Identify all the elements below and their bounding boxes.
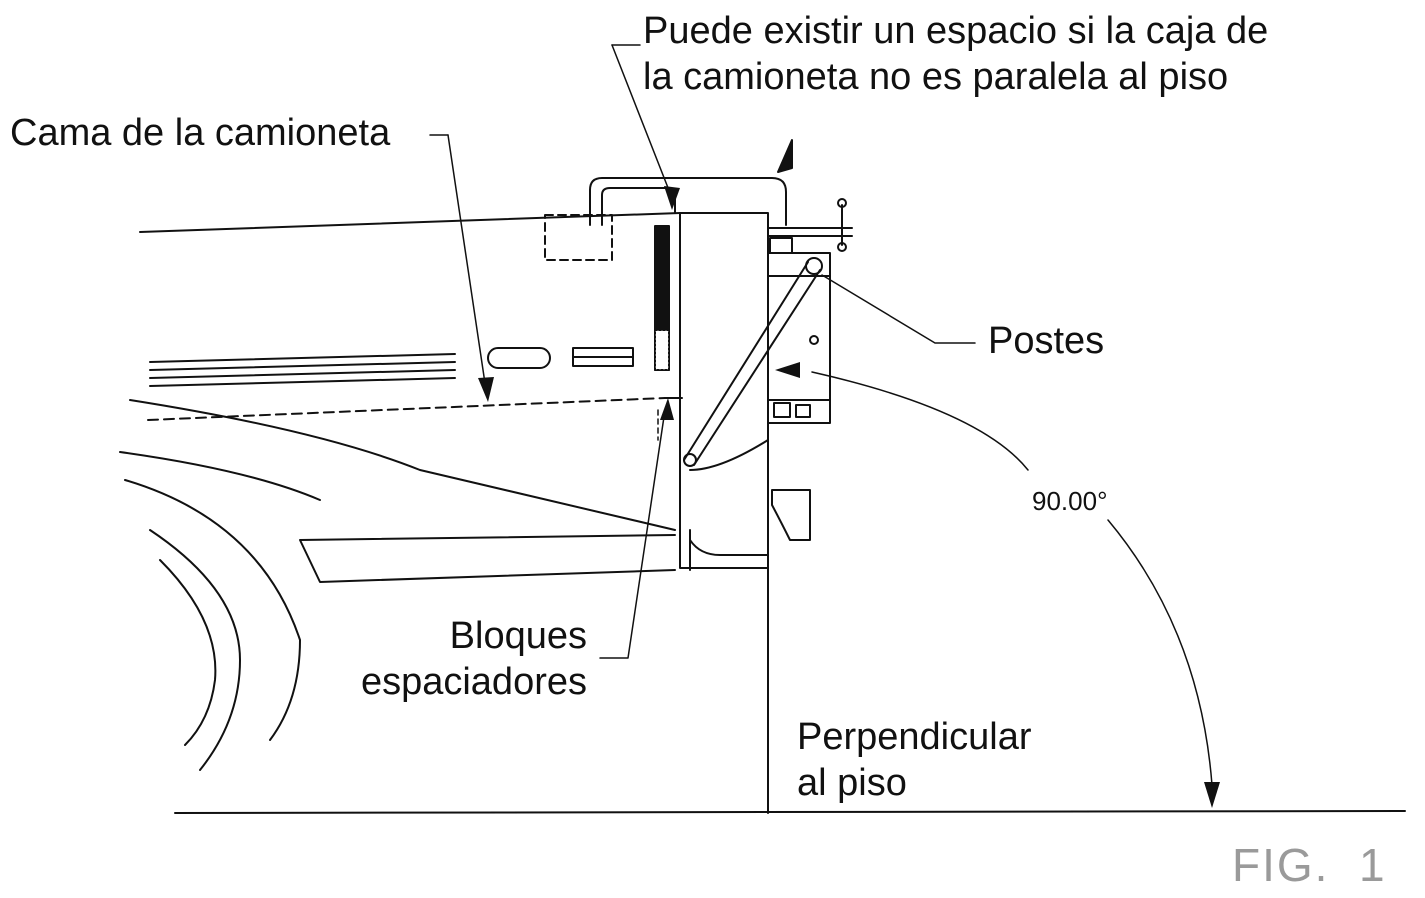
angle-text: 90.00° bbox=[1032, 486, 1108, 516]
body-lower bbox=[299, 534, 676, 583]
figure-number: FIG. 1 bbox=[1232, 842, 1387, 888]
leader-lines bbox=[429, 44, 976, 659]
side-trim bbox=[149, 347, 634, 387]
arrowheads bbox=[478, 186, 1220, 808]
angle-arc bbox=[811, 371, 1029, 471]
spacer-blocks-line-2: espaciadores bbox=[360, 661, 587, 703]
post-column bbox=[679, 212, 831, 814]
truck-bed-text: Cama de la camioneta bbox=[10, 112, 391, 154]
ground-line bbox=[174, 810, 1406, 814]
post-tip bbox=[777, 139, 793, 173]
truck-bed-label: Cama de la camioneta bbox=[10, 110, 390, 156]
body-side bbox=[129, 399, 676, 531]
perpendicular-line-2: al piso bbox=[797, 762, 907, 804]
gap-note-line-2: la camioneta no es paralela al piso bbox=[643, 56, 1229, 98]
dashed-box bbox=[544, 214, 613, 261]
angle-label: 90.00° bbox=[1032, 486, 1107, 516]
perpendicular-line-1: Perpendicular bbox=[797, 716, 1032, 758]
spacer-blocks-label: Bloques espaciadores bbox=[337, 613, 587, 705]
gap-note-line-1: Puede existir un espacio si la caja de bbox=[643, 10, 1269, 52]
gap-note-label: Puede existir un espacio si la caja de l… bbox=[643, 8, 1268, 100]
wheel-arcs bbox=[119, 451, 321, 771]
diagonal-brace bbox=[683, 257, 823, 467]
bed-floor-dashed bbox=[147, 397, 666, 421]
posts-label: Postes bbox=[988, 318, 1104, 364]
spacer-blocks-line-1: Bloques bbox=[449, 615, 587, 657]
figure-number-text: FIG. 1 bbox=[1232, 839, 1387, 891]
clamp-screw bbox=[767, 198, 853, 254]
handle-bar bbox=[589, 177, 787, 226]
posts-text: Postes bbox=[988, 320, 1105, 362]
lower-bracket bbox=[689, 439, 811, 571]
perpendicular-label: Perpendicular al piso bbox=[797, 714, 1031, 806]
